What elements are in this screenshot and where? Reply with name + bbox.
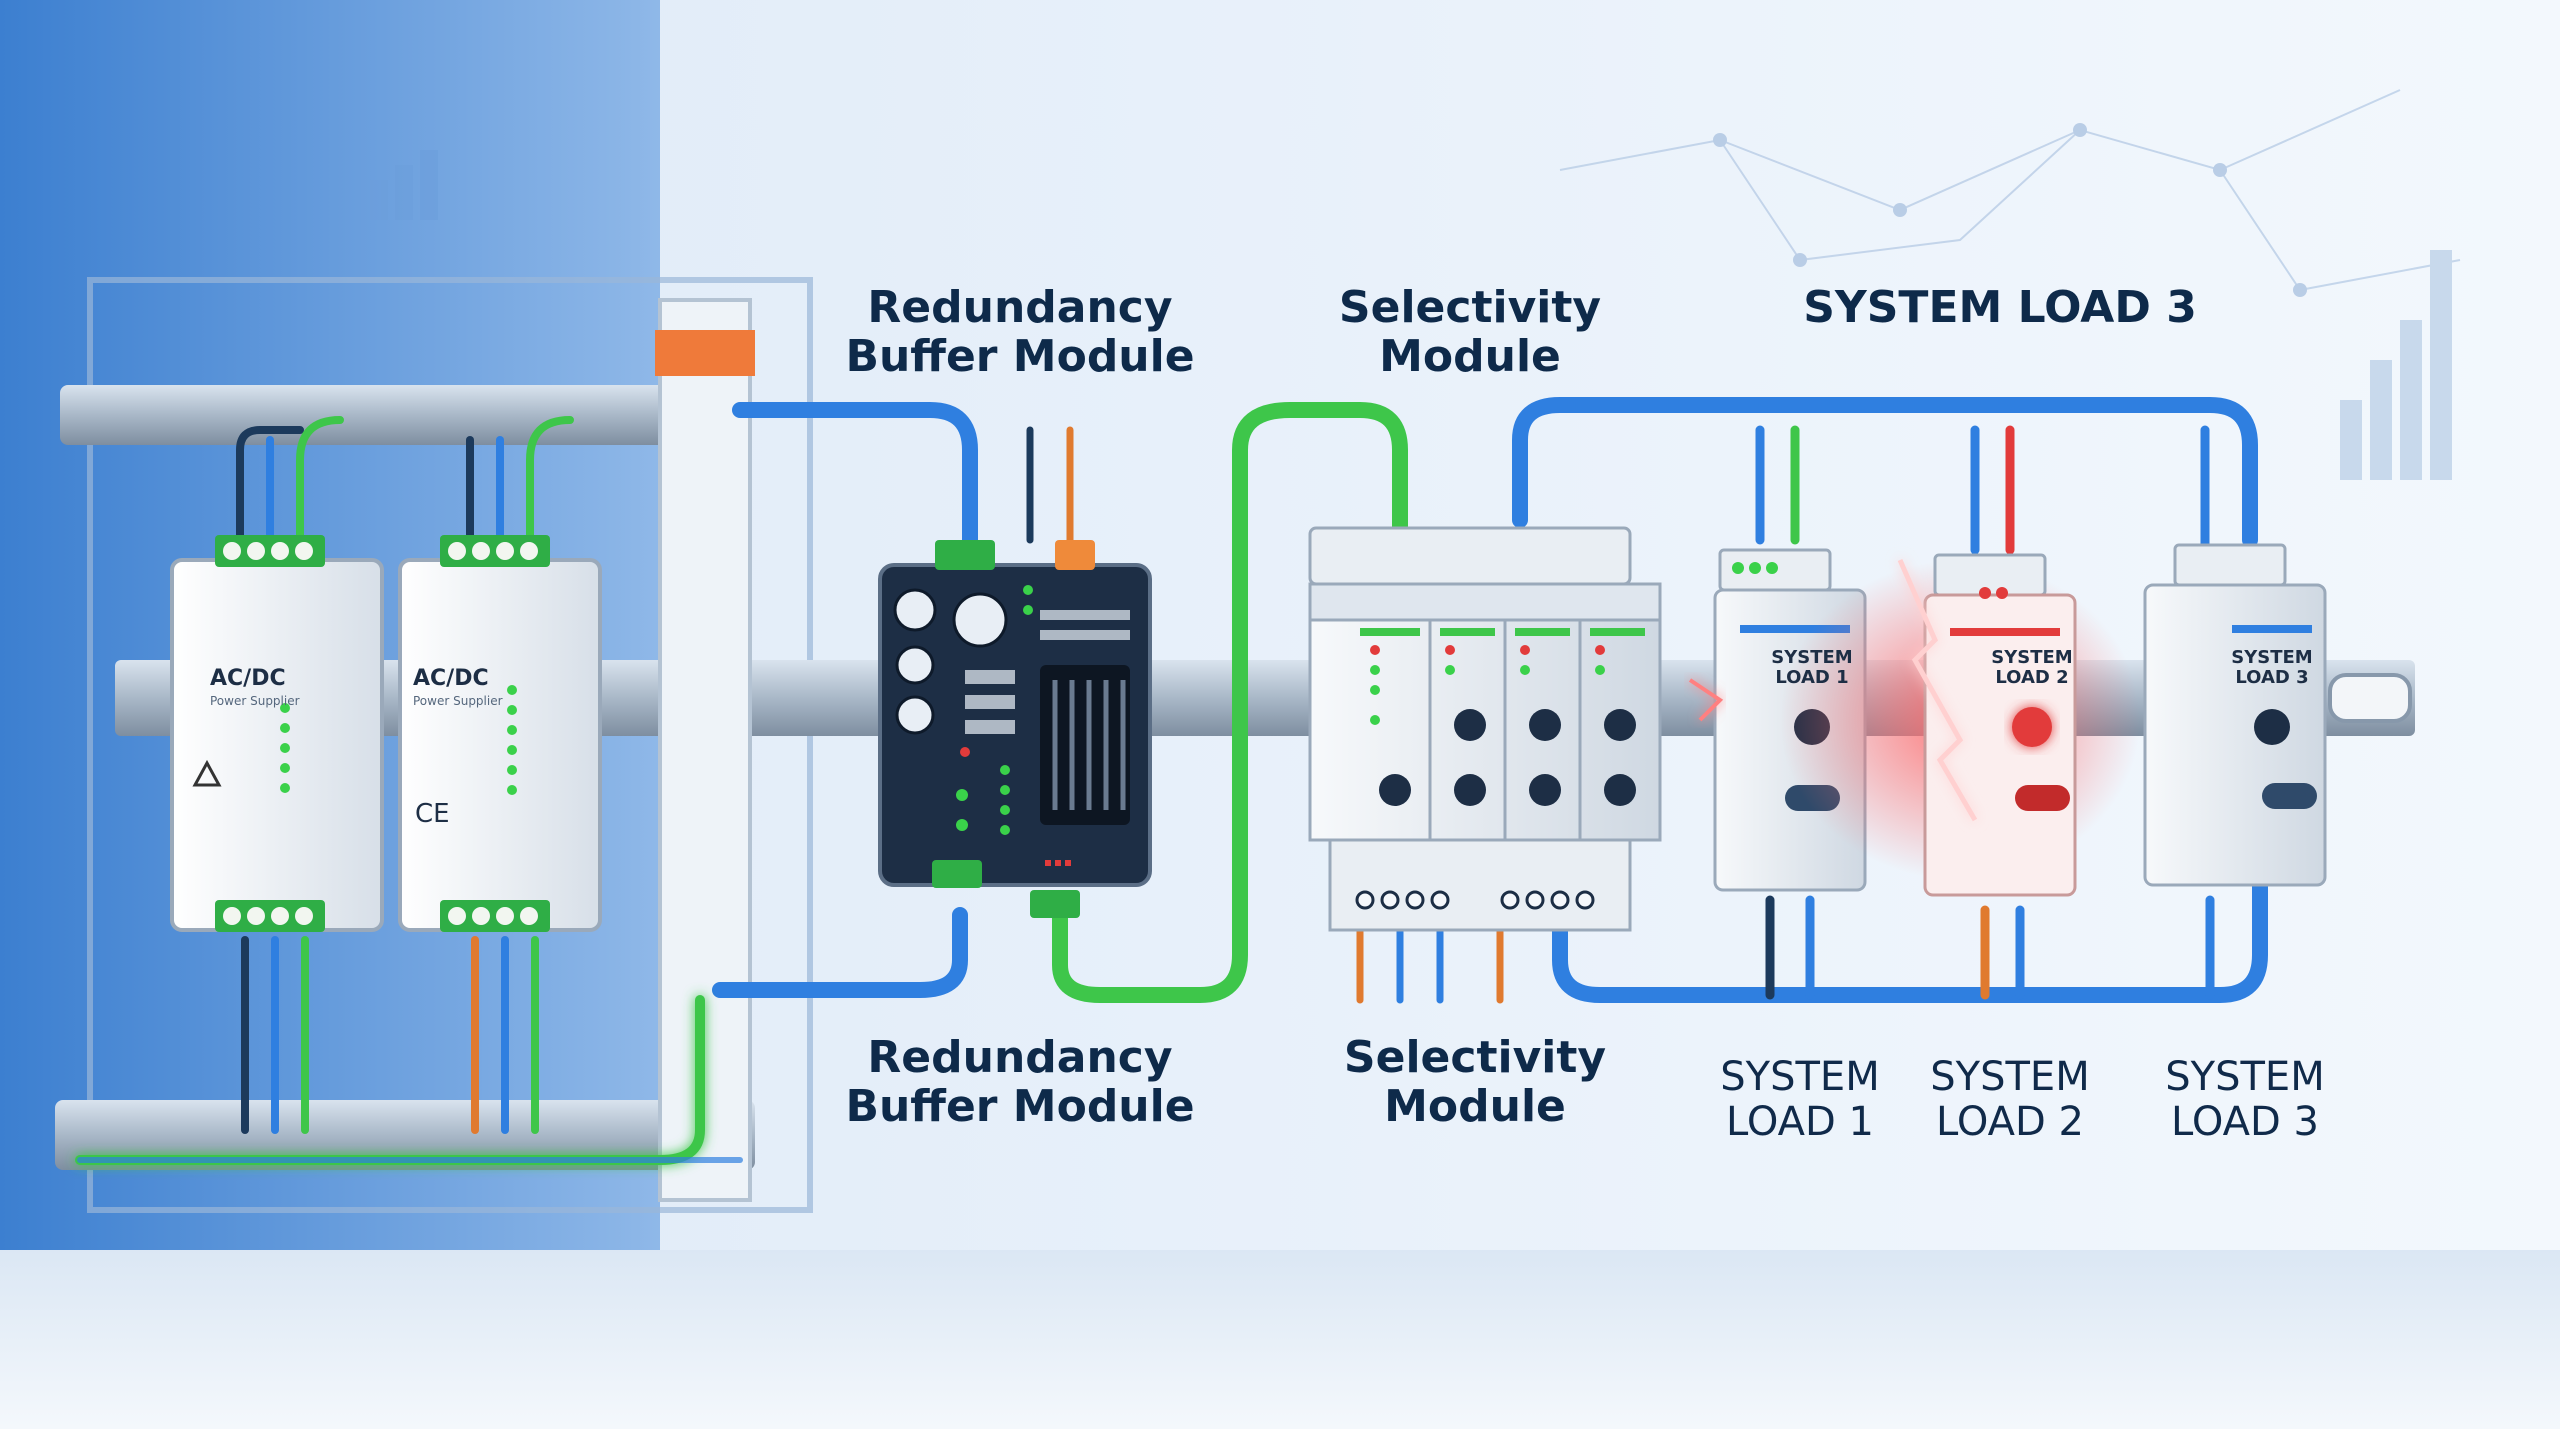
psu-1 [170, 535, 384, 932]
selectivity-label-bottom-line1: Selectivity [1343, 1032, 1607, 1083]
system-load-2-module [1688, 553, 2140, 897]
load-3-tag-line1: SYSTEM [2231, 647, 2312, 668]
psu-2 [398, 535, 602, 932]
psu-1-subtitle: Power Supplier [210, 694, 300, 708]
redundancy-label-top: Redundancy Buffer Module [840, 283, 1200, 382]
system-load-1-label-line2: LOAD 1 [1726, 1098, 1874, 1145]
redundancy-label-bottom-line2: Buffer Module [845, 1081, 1195, 1133]
system-load-3-label-top: SYSTEM LOAD 3 [1803, 282, 2197, 333]
load-3-tag-line2: LOAD 3 [2235, 667, 2308, 688]
system-load-2-label-line2: LOAD 2 [1936, 1098, 2084, 1145]
system-load-3-module [2143, 543, 2327, 887]
system-load-3-label-line2: LOAD 3 [2171, 1098, 2319, 1145]
system-load-1-label: SYSTEM LOAD 1 [1700, 1055, 1900, 1145]
din-rail-top [60, 385, 700, 445]
din-rail-bottom [55, 1100, 755, 1170]
redundancy-label-top-line1: Redundancy [867, 282, 1173, 333]
selectivity-label-bottom-line2: Module [1384, 1081, 1566, 1133]
redundancy-label-bottom-line1: Redundancy [867, 1032, 1173, 1083]
system-load-3-label-line1: SYSTEM [2165, 1054, 2325, 1100]
psu-2-subtitle: Power Supplier [413, 694, 503, 708]
ce-mark: CE [415, 799, 450, 829]
redundancy-buffer-module [878, 540, 1152, 918]
psu-2-title: AC/DC [413, 666, 489, 691]
system-load-1-label-line1: SYSTEM [1720, 1054, 1880, 1100]
load-1-tag-line2: LOAD 1 [1775, 667, 1848, 688]
selectivity-label-top: Selectivity Module [1290, 283, 1650, 382]
redundancy-label-bottom: Redundancy Buffer Module [840, 1033, 1200, 1132]
selectivity-label-top-line2: Module [1379, 331, 1561, 383]
system-load-2-label-line1: SYSTEM [1930, 1054, 2090, 1100]
load-2-tag-line1: SYSTEM [1991, 647, 2072, 668]
redundancy-label-top-line2: Buffer Module [845, 331, 1195, 383]
psu-1-title: AC/DC [210, 666, 286, 691]
selectivity-label-bottom: Selectivity Module [1290, 1033, 1660, 1132]
selectivity-module [1308, 526, 1662, 932]
load-2-tag-line2: LOAD 2 [1995, 667, 2068, 688]
selectivity-label-top-line1: Selectivity [1338, 282, 1602, 333]
system-load-3-label: SYSTEM LOAD 3 [2145, 1055, 2345, 1145]
load-1-tag-line1: SYSTEM [1771, 647, 1852, 668]
system-load-2-label: SYSTEM LOAD 2 [1910, 1055, 2110, 1145]
